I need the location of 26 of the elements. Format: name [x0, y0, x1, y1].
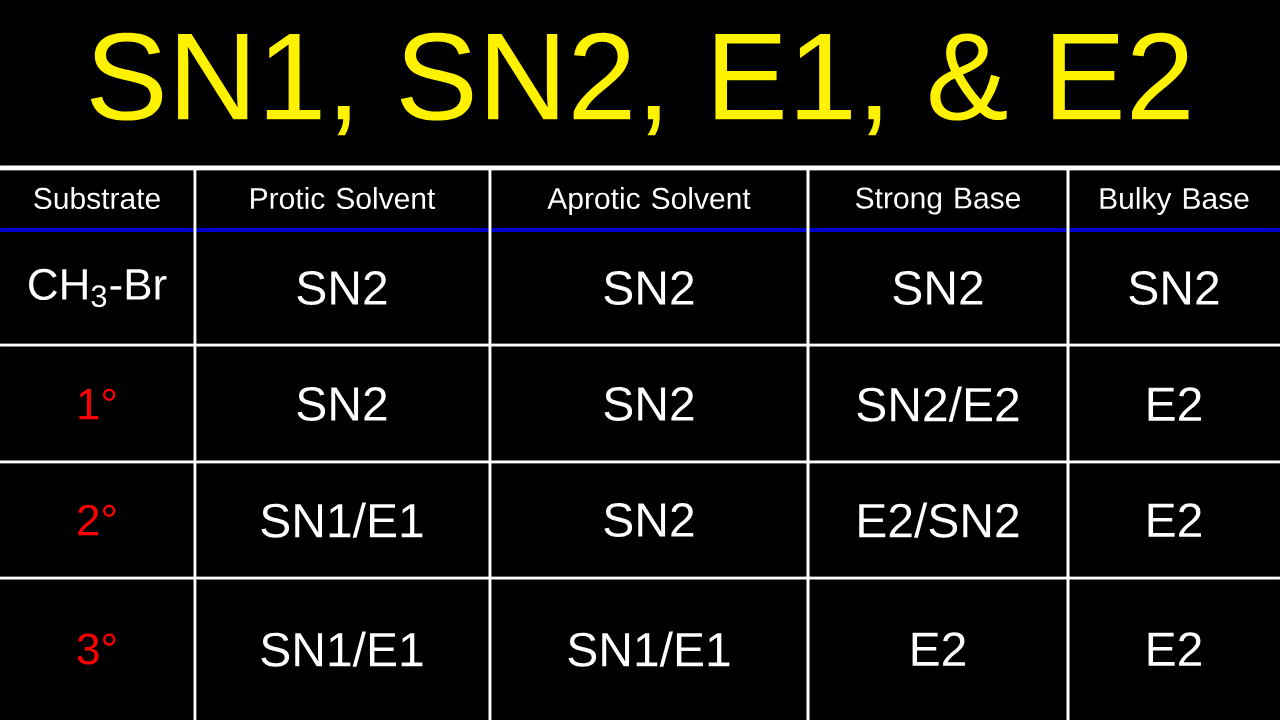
column-header: Protic Solvent: [251, 187, 436, 210]
table-cell: SN2: [893, 271, 983, 305]
table-cell: CH$_{3}$-Br: [29, 268, 167, 308]
column-header: Strong Base: [855, 187, 1020, 215]
column-header: Aprotic Solvent: [547, 187, 751, 215]
table-cell: 1°: [79, 388, 116, 420]
table-cell: 2°: [78, 504, 116, 536]
table-cell: 3°: [77, 633, 116, 665]
table-cell: E2: [1148, 503, 1201, 537]
column-header: Bulky Base: [1100, 187, 1249, 215]
table-cell: E2/SN2: [859, 502, 1019, 538]
table-cell: SN2: [604, 271, 694, 305]
table-cell: SN2: [604, 387, 694, 421]
column-header: Substrate: [34, 187, 160, 210]
table-cell: SN2: [1129, 271, 1219, 305]
table-cell: SN2: [297, 271, 387, 305]
table-cell: E2: [1148, 632, 1201, 666]
table-cell: SN1/E1: [261, 631, 423, 667]
table-cell: SN2: [297, 387, 387, 421]
table-cell: SN1/E1: [261, 502, 423, 538]
table-cell: SN2: [604, 503, 694, 537]
table-cell: E2: [912, 632, 965, 666]
table-cell: SN1/E1: [568, 631, 730, 667]
table-cell: E2: [1148, 387, 1201, 421]
table-cell: SN2/E2: [857, 386, 1019, 422]
title: SN1, SN2, E1, & E2: [90, 32, 1189, 136]
